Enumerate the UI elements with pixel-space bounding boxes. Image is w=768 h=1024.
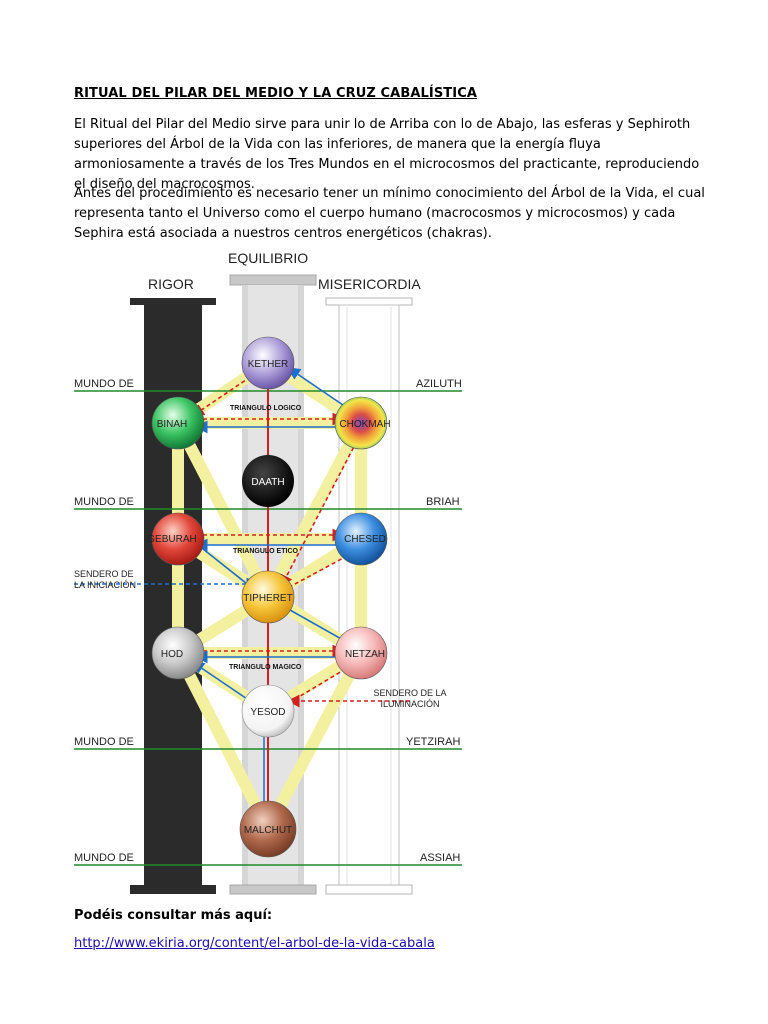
document-title: RITUAL DEL PILAR DEL MEDIO Y LA CRUZ CAB… [74,86,478,101]
blue-arrows [191,367,355,706]
sphere-label-binah: BINAH [157,419,188,430]
world-left-3: MUNDO DE [74,736,134,748]
tree-of-life-diagram: RIGOR EQUILIBRIO MISERICORDIA [74,250,462,895]
sphere-label-yesod: YESOD [250,707,285,718]
sphere-kether: KETHER [241,336,295,390]
label-triangulo-etico: TRIANGULO ETICO [233,548,298,555]
sphere-label-netzah: NETZAH [345,649,385,660]
more-info-label: Podéis consultar más aquí: [74,908,273,923]
sphere-malchut: MALCHUT [239,800,297,858]
sphere-label-hod: HOD [161,649,183,660]
paragraph-intro: El Ritual del Pilar del Medio sirve para… [74,117,700,192]
sphere-hod: HOD [151,626,205,680]
sphere-label-kether: KETHER [248,359,289,370]
label-sendero-iluminacion-2: ILUMINACIÓN [380,699,439,709]
sphere-chokmah: CHOKMAH [334,396,391,450]
sphere-binah: BINAH [151,396,205,450]
world-left-4: MUNDO DE [74,852,134,864]
label-sendero-iluminacion-1: SENDERO DE LA [373,688,446,698]
world-right-yetzirah: YETZIRAH [406,736,460,748]
sphere-netzah: NETZAH [334,626,388,680]
label-sendero-iniciacion-1: SENDERO DE [74,569,134,579]
world-left-2: MUNDO DE [74,496,134,508]
world-right-aziluth: AZILUTH [416,378,462,390]
world-right-briah: BRIAH [426,496,460,508]
sphere-label-daath: DAATH [251,477,284,488]
sphere-label-tiphereth: TIPHERET [243,593,292,604]
world-left-1: MUNDO DE [74,378,134,390]
pillar-label-rigor: RIGOR [148,276,194,292]
sphere-label-chesed: CHESED [344,534,386,545]
pillar-label-misericordia: MISERICORDIA [318,276,421,292]
sphere-geburah: GEBURAH [147,512,205,566]
pillar-label-equilibrio: EQUILIBRIO [228,250,308,266]
sphere-daath: DAATH [242,455,294,507]
ekiria-link[interactable]: http://www.ekiria.org/content/el-arbol-d… [74,936,435,951]
paragraph-procedure: Antes del procedimiento es necesario ten… [74,186,705,241]
sphere-label-chokmah: CHOKMAH [339,419,390,430]
sphere-tiphereth: TIPHERET [241,570,295,624]
world-right-assiah: ASSIAH [420,852,460,864]
sphere-chesed: CHESED [334,512,388,566]
label-sendero-iniciacion-2: LA INICIACIÓN [74,580,136,590]
pillar-misericordia [325,297,413,895]
label-triangulo-magico: TRIANGULO MAGICO [229,664,302,671]
sphere-label-malchut: MALCHUT [244,825,292,836]
sphere-label-geburah: GEBURAH [147,534,196,545]
label-triangulo-logico: TRIANGULO LOGICO [230,405,302,412]
sphere-yesod: YESOD [241,684,295,738]
